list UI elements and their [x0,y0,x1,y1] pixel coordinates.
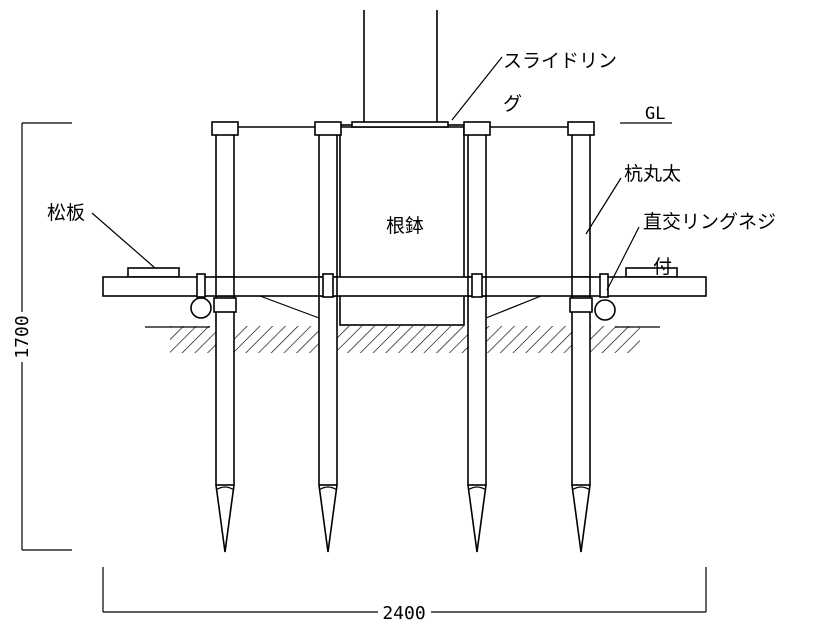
height-dimension [21,122,72,551]
stake-3 [463,121,491,553]
stake-2 [314,121,342,553]
ground-hatch [170,326,640,353]
dimension-height-label: 1700 [12,315,33,358]
cross-ring-screw-right [594,299,616,321]
brace-right [485,295,542,319]
label-root-ball: 根鉢 [386,215,424,237]
lower-clamps [213,297,593,313]
brace-left [259,295,320,319]
label-ground-level: GL [645,104,665,124]
stake-1 [211,121,239,553]
label-cross-ring-line2: 付 [653,256,672,278]
label-slide-ring-line1: スライドリン [503,50,617,72]
bolt-clamps [196,273,609,298]
label-cross-ring-line1: 直交リングネジ [643,211,776,233]
horizontal-beam [102,276,707,297]
width-dimension [102,567,707,613]
label-slide-ring-line2: グ [503,93,522,115]
leader-lines [91,56,640,291]
label-pine-board: 松板 [47,202,85,224]
stake-4 [567,121,595,553]
tree-trunk [363,10,438,123]
dimension-width-label: 2400 [382,603,425,624]
label-stake-log: 杭丸太 [624,163,681,185]
pine-board-left [127,267,180,278]
cross-ring-screw-left [190,297,212,319]
slide-ring [351,121,449,128]
